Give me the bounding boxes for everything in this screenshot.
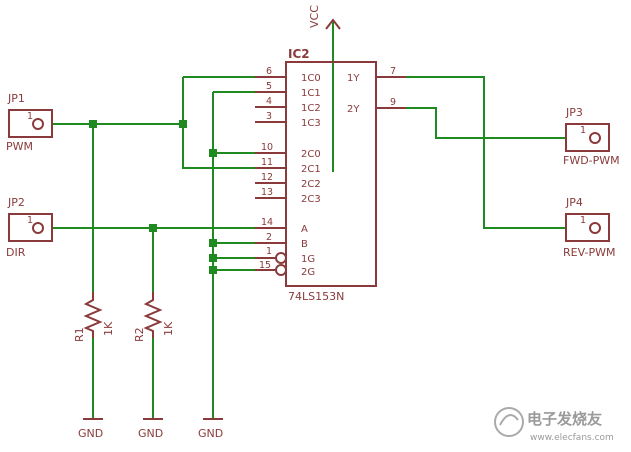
connector-pin: 1 (27, 111, 33, 122)
junction-dot (209, 266, 217, 274)
connector-pad (589, 132, 601, 144)
connector-pad (32, 222, 44, 234)
pin-number: 9 (390, 97, 396, 108)
pin-number: 4 (266, 96, 272, 107)
connector-ref: JP2 (7, 196, 25, 209)
ic-body (285, 61, 377, 287)
connector-signal: DIR (6, 246, 26, 259)
connector-pin: 1 (580, 125, 586, 136)
pin-number: 7 (390, 66, 396, 77)
pin-name: 2G (301, 267, 315, 278)
pin-name: 2C1 (301, 164, 321, 175)
resistor-zigzag (83, 292, 103, 338)
connector-jp3: JP3 1 FWD-PWM (563, 106, 620, 167)
ground-3: GND (198, 418, 223, 440)
resistor-r2: R2 1K (133, 292, 175, 342)
connector-signal: REV-PWM (563, 246, 615, 259)
pin-number: 5 (266, 81, 272, 92)
connector-ref: JP4 (565, 196, 583, 209)
pin-name: 2C3 (301, 194, 321, 205)
pin-name: 1C1 (301, 88, 321, 99)
junction-dot (179, 120, 187, 128)
resistor-value: 1K (162, 321, 175, 336)
ic-part-number: 74LS153N (288, 290, 344, 303)
pin-number: 10 (261, 142, 273, 153)
pin-number: 13 (261, 187, 273, 198)
connector-pin: 1 (580, 215, 586, 226)
ground-1: GND (78, 418, 103, 440)
pin-number: 14 (261, 217, 273, 228)
connector-jp4: JP4 1 REV-PWM (563, 196, 615, 259)
junction-dot (89, 120, 97, 128)
pin-name: 1C2 (301, 103, 321, 114)
pin-name: A (301, 224, 308, 235)
junction-dot (209, 149, 217, 157)
connector-ref: JP3 (565, 106, 583, 119)
pin-name: 1G (301, 254, 315, 265)
watermark: 电子发烧友 www.elecfans.com (494, 407, 614, 443)
pin-name: 1C3 (301, 118, 321, 129)
inversion-bubble (275, 252, 287, 264)
connector-ref: JP1 (7, 92, 25, 105)
connector-signal: PWM (6, 140, 33, 153)
ground-2: GND (138, 418, 163, 440)
resistor-ref: R2 (133, 327, 146, 342)
vcc-symbol: VCC (308, 5, 341, 30)
pin-name: 1Y (347, 73, 360, 84)
resistor-zigzag (143, 292, 163, 338)
pin-number: 11 (261, 157, 273, 168)
watermark-title: 电子发烧友 (527, 410, 602, 428)
connector-signal: FWD-PWM (563, 154, 620, 167)
ic-reference: IC2 (288, 47, 310, 61)
ground-label: GND (78, 427, 103, 440)
junctions (89, 120, 217, 274)
resistor-ref: R1 (73, 327, 86, 342)
pin-number: 2 (266, 232, 272, 243)
watermark-url: www.elecfans.com (530, 433, 614, 443)
ground-label: GND (138, 427, 163, 440)
junction-dot (209, 254, 217, 262)
watermark-logo-icon (494, 407, 524, 437)
pin-number: 15 (259, 260, 271, 271)
connector-pad (32, 118, 44, 130)
ground-label: GND (198, 427, 223, 440)
ic-74ls153: IC2 74LS153N 6 5 4 3 10 11 12 (255, 47, 406, 303)
junction-dot (149, 224, 157, 232)
inversion-bubble (275, 264, 287, 276)
pin-name: B (301, 239, 308, 250)
pin-number: 6 (266, 66, 272, 77)
vcc-label: VCC (308, 5, 321, 28)
pin-number: 1 (266, 246, 272, 257)
connector-pad (589, 222, 601, 234)
pin-number: 12 (261, 172, 273, 183)
pin-name: 1C0 (301, 73, 321, 84)
junction-dot (209, 239, 217, 247)
resistor-r1: R1 1K (73, 292, 115, 342)
pin-name: 2C2 (301, 179, 321, 190)
connector-jp2: JP2 1 DIR (6, 196, 53, 259)
pin-name: 2C0 (301, 149, 321, 160)
connector-pin: 1 (27, 215, 33, 226)
resistor-value: 1K (102, 321, 115, 336)
pin-number: 3 (266, 111, 272, 122)
pin-name: 2Y (347, 104, 360, 115)
connector-jp1: JP1 1 PWM (6, 92, 53, 153)
